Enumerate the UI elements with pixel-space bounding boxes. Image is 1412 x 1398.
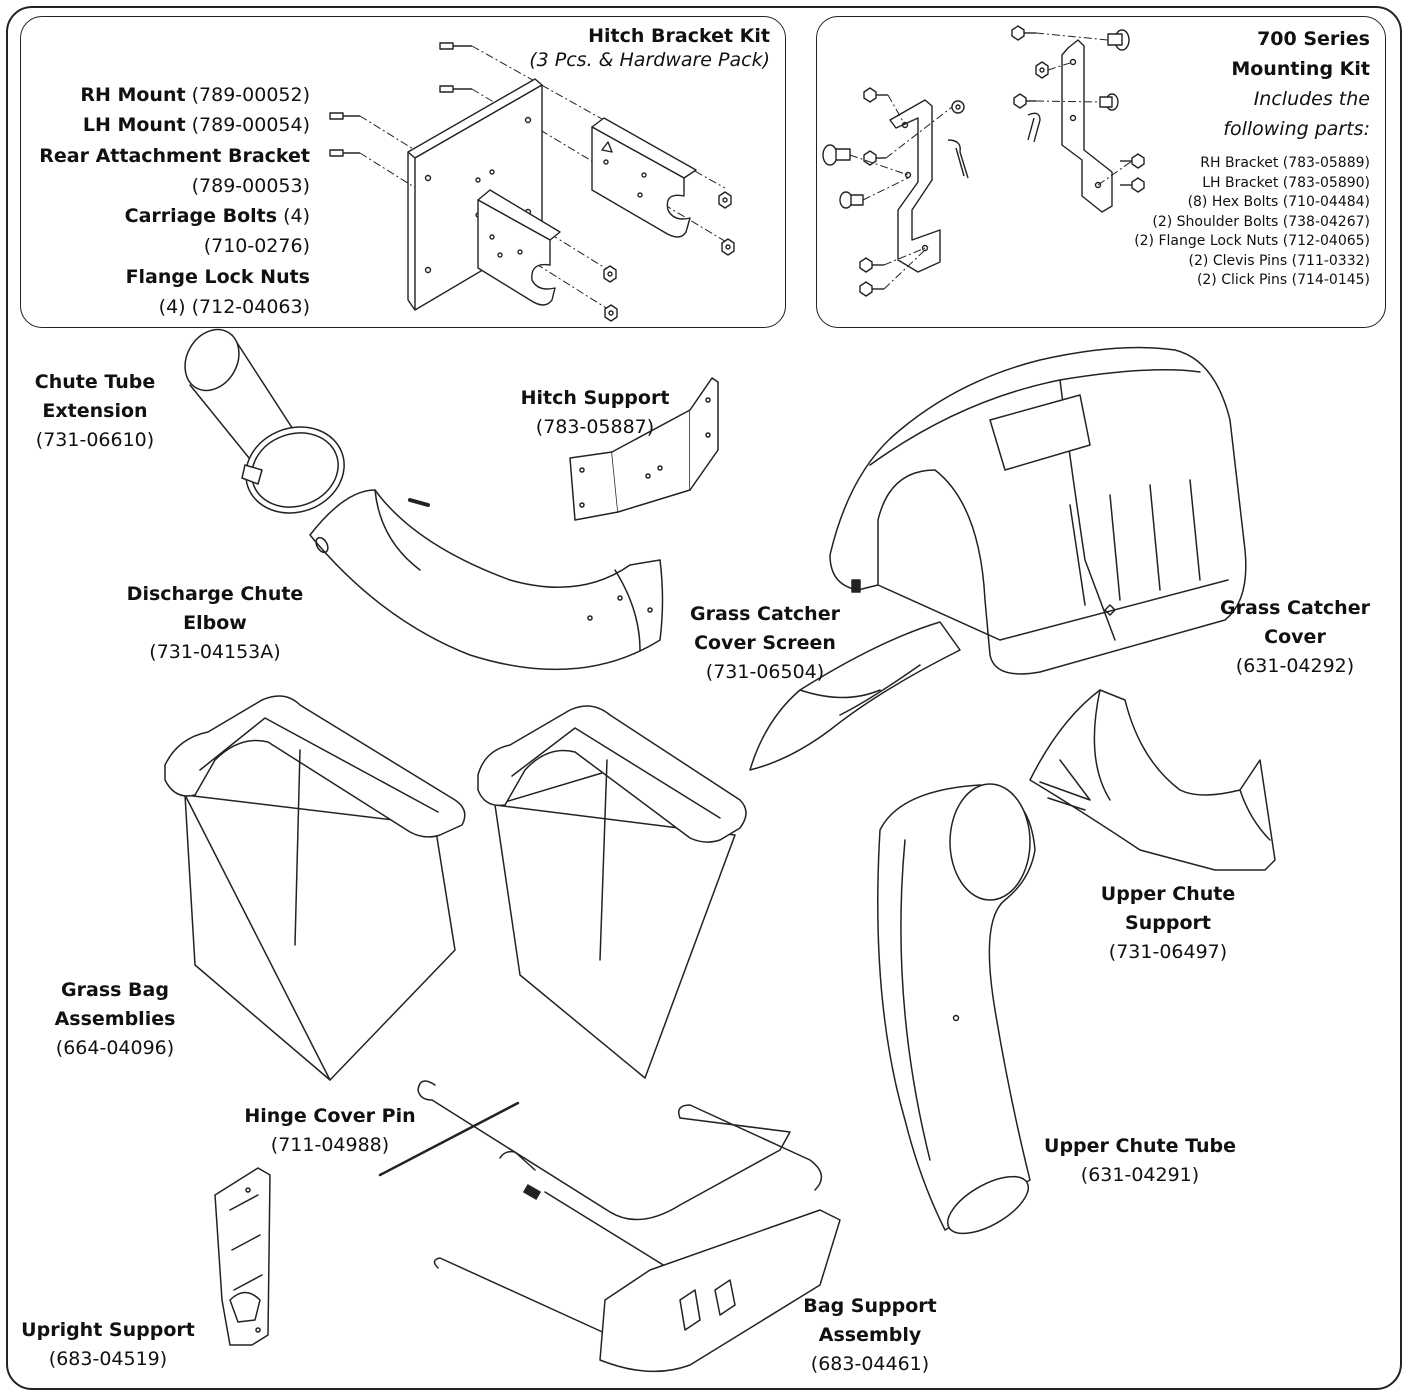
cover-screen-part: (731-06504) <box>705 661 825 683</box>
carriage-bolts-name: Carriage Bolts <box>124 205 278 228</box>
cover-screen-label: Grass Catcher Cover Screen (731-06504) <box>665 600 865 687</box>
bag-support-part: (683-04461) <box>810 1353 930 1375</box>
catcher-cover-name-1: Grass Catcher <box>1220 597 1370 619</box>
mounting-kit-title-1: 700 Series <box>1257 28 1370 50</box>
carriage-bolts-part: (710-0276) <box>203 235 310 258</box>
mounting-kit-part-3: (8) Hex Bolts (710-04484) <box>1187 194 1370 210</box>
cover-screen-name-1: Grass Catcher <box>690 603 840 625</box>
catcher-cover-name-2: Cover <box>1264 626 1326 648</box>
mounting-kit-sub-2: following parts: <box>1223 118 1370 140</box>
rear-bracket-name: Rear Attachment Bracket <box>39 144 310 167</box>
upper-chute-tube-icon <box>878 784 1037 1245</box>
rh-mount-icon <box>592 118 696 237</box>
chute-ext-part: (731-06610) <box>35 429 155 451</box>
upper-tube-label: Upper Chute Tube (631-04291) <box>1030 1132 1250 1190</box>
rh-mount-name: RH Mount <box>80 84 186 106</box>
mounting-kit-sub-1: Includes the <box>1253 88 1370 110</box>
grass-bag-2-icon <box>478 706 746 1078</box>
flange-nuts-part: (4) (712-04063) <box>158 296 310 319</box>
mounting-kit-part-6: (2) Clevis Pins (711-0332) <box>1188 252 1370 269</box>
lh-mount-icon <box>478 190 560 305</box>
upper-tube-name: Upper Chute Tube <box>1044 1135 1236 1157</box>
bag-support-name-2: Assembly <box>818 1324 922 1346</box>
click-pin-icons <box>948 113 1040 178</box>
hex-bolt-icons <box>860 26 1144 296</box>
hinge-pin-part: (711-04988) <box>270 1134 390 1156</box>
hitch-support-part: (783-05887) <box>535 416 655 438</box>
discharge-elbow-label: Discharge Chute Elbow (731-04153A) <box>105 580 325 667</box>
bag-support-name-1: Bag Support <box>803 1295 937 1317</box>
outer-frame <box>6 6 1402 1390</box>
lh-mount-part: (789-00054) <box>185 114 310 137</box>
hitch-kit-title: Hitch Bracket Kit <box>588 25 770 47</box>
rh-mount-part: (789-00052) <box>185 84 310 106</box>
upright-support-label: Upright Support (683-04519) <box>10 1316 206 1374</box>
flange-nuts-name: Flange Lock Nuts <box>125 265 310 288</box>
hinge-cover-pin-icon <box>380 1103 518 1175</box>
discharge-elbow-part: (731-04153A) <box>149 641 281 663</box>
grass-bag-part: (664-04096) <box>55 1037 175 1059</box>
grass-bag-label: Grass Bag Assemblies (664-04096) <box>30 976 200 1063</box>
flange-nut-icons <box>604 192 734 321</box>
chute-ext-name-1: Chute Tube <box>34 371 156 393</box>
upright-support-part: (683-04519) <box>48 1348 168 1370</box>
upper-support-part: (731-06497) <box>1108 941 1228 963</box>
upper-support-label: Upper Chute Support (731-06497) <box>1068 880 1268 967</box>
upright-support-icon <box>215 1168 270 1345</box>
shoulder-bolt-icons <box>823 30 1129 208</box>
mounting-kit-part-7: (2) Click Pins (714-0145) <box>1196 272 1370 288</box>
upper-support-name-1: Upper Chute <box>1100 883 1236 905</box>
catcher-cover-label: Grass Catcher Cover (631-04292) <box>1195 594 1395 681</box>
mounting-kit-part-2: LH Bracket (783-05890) <box>1202 174 1370 191</box>
carriage-bolts-qty: (4) <box>277 205 310 228</box>
chute-ext-label: Chute Tube Extension (731-06610) <box>20 368 170 455</box>
rh-bracket-icon <box>890 100 940 272</box>
bag-support-assembly-icon <box>418 1081 840 1371</box>
hitch-support-icon <box>570 378 718 520</box>
upper-support-name-2: Support <box>1125 912 1211 934</box>
hinge-pin-label: Hinge Cover Pin (711-04988) <box>220 1102 440 1160</box>
chute-ext-name-2: Extension <box>42 400 148 422</box>
cover-screen-icon <box>750 622 960 770</box>
hitch-kit-title-group: Hitch Bracket Kit (3 Pcs. & Hardware Pac… <box>470 24 770 72</box>
mounting-kit-parts-list: RH Bracket (783-05889) LH Bracket (783-0… <box>1050 154 1370 291</box>
grass-catcher-cover-icon <box>830 348 1246 674</box>
discharge-chute-elbow-icon <box>310 490 663 669</box>
hinge-pin-name: Hinge Cover Pin <box>244 1105 416 1127</box>
mounting-kit-box <box>816 16 1386 328</box>
mounting-kit-assembly-lines <box>850 33 1132 289</box>
flange-lock-nut-icons <box>952 62 1048 113</box>
hitch-support-label: Hitch Support (783-05887) <box>495 384 695 442</box>
grass-bag-name-1: Grass Bag <box>61 979 169 1001</box>
chute-tube-extension-icon <box>174 320 356 527</box>
bag-support-label: Bag Support Assembly (683-04461) <box>770 1292 970 1379</box>
hitch-bracket-kit-box <box>20 16 786 328</box>
discharge-elbow-name-2: Elbow <box>183 612 247 634</box>
lh-mount-name: LH Mount <box>82 114 186 137</box>
upper-chute-support-icon <box>1030 690 1275 870</box>
hitch-kit-parts-list: RH Mount (789-00052) LH Mount (789-00054… <box>0 80 310 322</box>
catcher-cover-part: (631-04292) <box>1235 655 1355 677</box>
mounting-kit-part-1: RH Bracket (783-05889) <box>1200 155 1370 171</box>
mounting-kit-title-group: 700 Series Mounting Kit Includes the fol… <box>1110 24 1370 144</box>
hitch-support-name: Hitch Support <box>520 387 670 409</box>
mounting-kit-title-2: Mounting Kit <box>1231 58 1370 80</box>
mounting-kit-part-5: (2) Flange Lock Nuts (712-04065) <box>1134 233 1370 249</box>
lh-bracket-icon <box>1062 40 1112 212</box>
grass-bag-name-2: Assemblies <box>54 1008 176 1030</box>
carriage-bolt-icons <box>330 43 472 156</box>
grass-bag-1-icon <box>165 696 465 1080</box>
cover-screen-name-2: Cover Screen <box>694 632 836 654</box>
hitch-kit-subtitle: (3 Pcs. & Hardware Pack) <box>529 49 770 71</box>
discharge-elbow-name-1: Discharge Chute <box>126 583 304 605</box>
mounting-kit-part-4: (2) Shoulder Bolts (738-04267) <box>1152 213 1370 230</box>
rear-bracket-part: (789-00053) <box>191 174 310 197</box>
upper-tube-part: (631-04291) <box>1080 1164 1200 1186</box>
upright-support-name: Upright Support <box>21 1319 195 1341</box>
